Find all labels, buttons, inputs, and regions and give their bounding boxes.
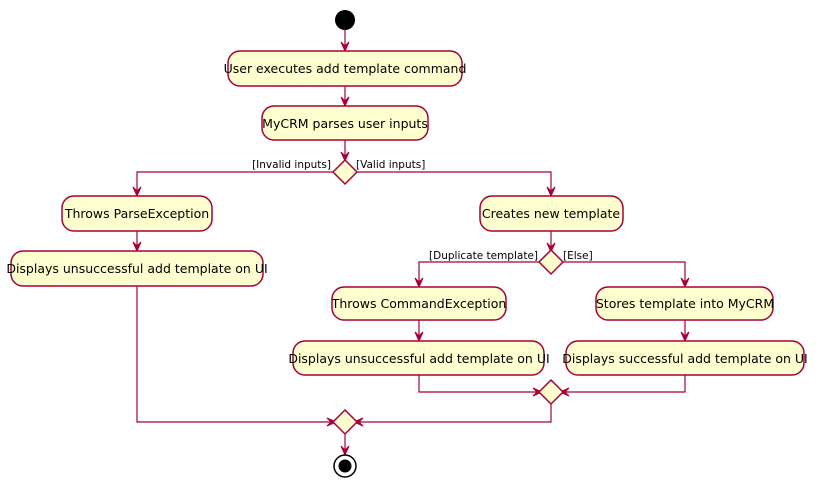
edge-success-to-merge (563, 375, 686, 393)
action-throw-command-label: Throws CommandException (331, 296, 507, 311)
edge-left-to-merge (136, 286, 333, 423)
arrowhead (546, 186, 556, 198)
arrowhead (352, 417, 364, 427)
edge-invalid-branch (136, 171, 333, 193)
action-display-success-label: Displays successful add template on UI (562, 351, 808, 366)
guard-invalid-inputs: [Invalid inputs] (252, 159, 331, 171)
arrowhead (680, 331, 690, 343)
action-execute: User executes add template command (224, 50, 467, 87)
guard-else: [Else] (563, 250, 593, 262)
action-display-success: Displays successful add template on UI (562, 340, 808, 376)
arrowhead (340, 41, 350, 53)
action-display-fail-left: Displays unsuccessful add template on UI (6, 250, 268, 287)
action-create: Creates new template (479, 195, 624, 232)
arrowhead (132, 186, 142, 198)
arrowhead (132, 241, 142, 253)
action-display-fail-mid-label: Displays unsuccessful add template on UI (288, 351, 549, 366)
action-display-fail-mid: Displays unsuccessful add template on UI (288, 340, 550, 376)
arrowhead (340, 445, 350, 457)
action-display-fail-left-label: Displays unsuccessful add template on UI (6, 261, 267, 276)
edge-duplicate-branch (418, 261, 539, 284)
action-execute-label: User executes add template command (224, 61, 467, 76)
edge-merge2-to-final (357, 404, 552, 423)
action-parse: MyCRM parses user inputs (261, 105, 429, 141)
action-store: Stores template into MyCRM (595, 286, 774, 321)
decision-duplicate (537, 248, 565, 276)
arrowhead (326, 417, 338, 427)
decision-valid-inputs (331, 158, 359, 186)
edge-valid-branch (357, 171, 552, 193)
arrowhead (558, 387, 570, 397)
edge-else-branch (563, 261, 686, 284)
arrowhead (532, 387, 544, 397)
action-throw-parse-label: Throws ParseException (64, 206, 209, 221)
arrowhead (340, 96, 350, 108)
action-throw-parse: Throws ParseException (61, 195, 213, 232)
end-node (333, 454, 357, 478)
guard-valid-inputs: [Valid inputs] (356, 159, 425, 171)
edges (132, 30, 690, 457)
action-parse-label: MyCRM parses user inputs (262, 116, 428, 131)
merge-inner (537, 378, 565, 406)
arrowhead (546, 242, 556, 254)
merge-final (331, 408, 359, 436)
arrowhead (414, 277, 424, 289)
action-create-label: Creates new template (482, 206, 621, 221)
guard-duplicate-template: [Duplicate template] (429, 250, 538, 262)
arrowhead (340, 151, 350, 163)
action-store-label: Stores template into MyCRM (596, 296, 774, 311)
start-node (335, 10, 355, 30)
arrowhead (414, 331, 424, 343)
action-throw-command: Throws CommandException (331, 286, 507, 321)
edge-mid-to-merge (418, 375, 539, 393)
arrowhead (680, 277, 690, 289)
